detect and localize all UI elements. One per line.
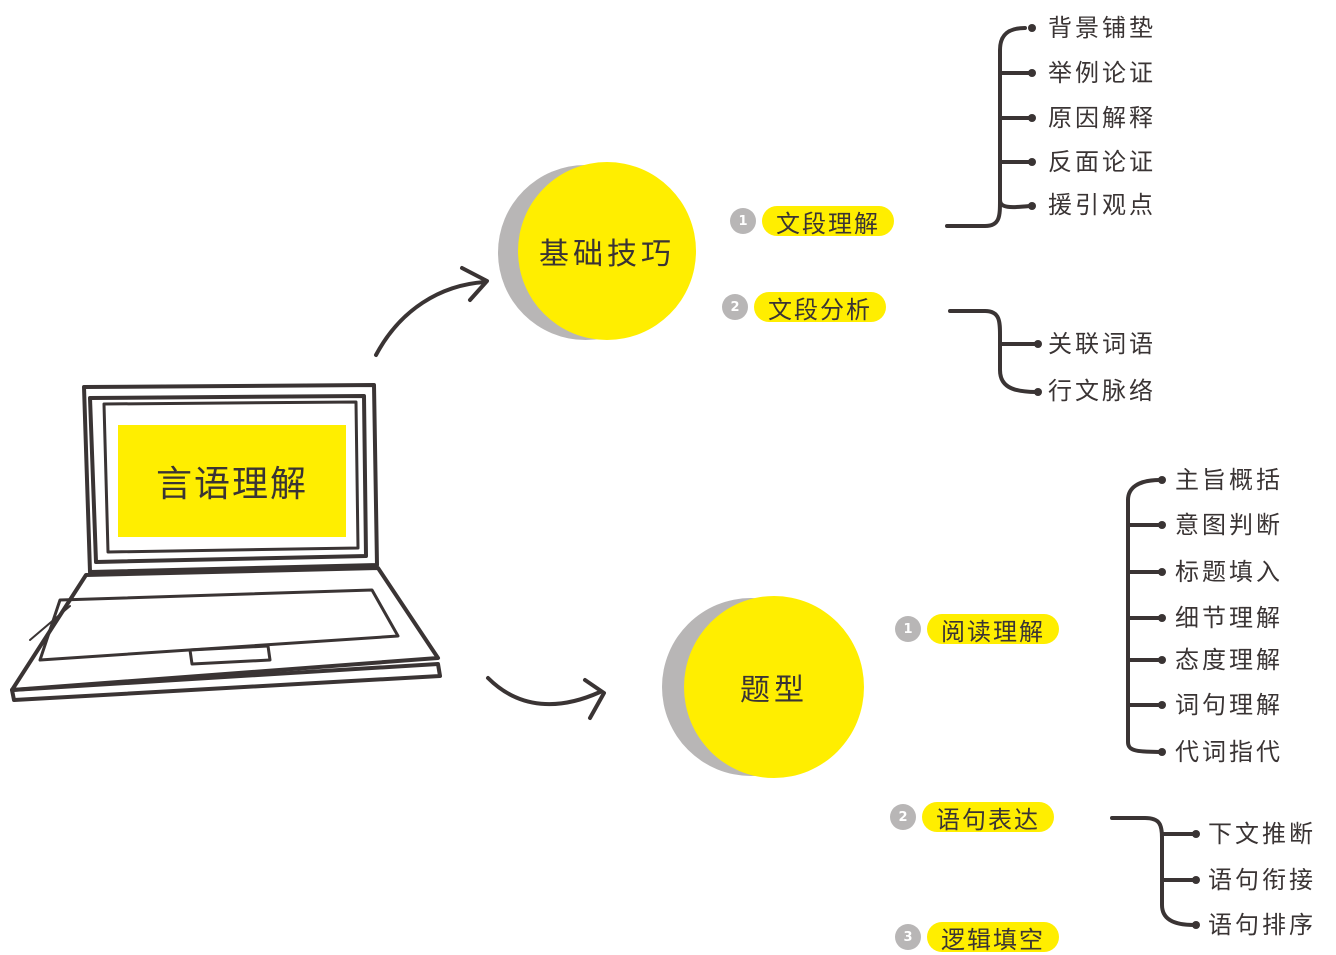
- leaf-item: 词句理解: [1175, 691, 1283, 719]
- leaf-item: 语句排序: [1208, 911, 1316, 939]
- subtopic-label: 阅读理解: [927, 614, 1059, 646]
- leaf-item: 主旨概括: [1175, 466, 1283, 494]
- leaf-item: 反面论证: [1048, 148, 1156, 176]
- center-topic: 言语理解: [118, 425, 346, 537]
- number-badge: 2: [890, 804, 916, 830]
- leaf-item: 行文脉络: [1048, 377, 1156, 405]
- leaf-item: 态度理解: [1175, 646, 1283, 674]
- leaf-item: 代词指代: [1175, 738, 1283, 766]
- subtopic-passage-understanding: 1 文段理解: [730, 206, 894, 238]
- number-badge: 1: [730, 208, 756, 234]
- number-badge: 1: [895, 616, 921, 642]
- branch-label: 基础技巧: [518, 162, 696, 340]
- subtopic-reading-comprehension: 1 阅读理解: [895, 614, 1059, 646]
- subtopic-label: 文段理解: [762, 206, 894, 238]
- laptop-icon: [10, 383, 442, 702]
- subtopic-label: 逻辑填空: [927, 922, 1059, 954]
- leaf-item: 细节理解: [1175, 604, 1283, 632]
- leaf-item: 语句衔接: [1208, 866, 1316, 894]
- subtopic-label: 文段分析: [754, 292, 886, 324]
- leaf-item: 下文推断: [1208, 820, 1316, 848]
- subtopic-sentence-expression: 2 语句表达: [890, 802, 1054, 834]
- number-badge: 3: [895, 924, 921, 950]
- leaf-item: 援引观点: [1048, 191, 1156, 219]
- number-badge: 2: [722, 294, 748, 320]
- leaf-item: 标题填入: [1175, 558, 1283, 586]
- leaf-item: 原因解释: [1048, 104, 1156, 132]
- leaf-item: 意图判断: [1175, 511, 1283, 539]
- leaf-item: 举例论证: [1048, 59, 1156, 87]
- subtopic-logical-fill: 3 逻辑填空: [895, 922, 1059, 954]
- subtopic-passage-analysis: 2 文段分析: [722, 292, 886, 324]
- leaf-item: 背景铺垫: [1048, 14, 1156, 42]
- leaf-item: 关联词语: [1048, 330, 1156, 358]
- subtopic-label: 语句表达: [922, 802, 1054, 834]
- branch-label: 题型: [684, 596, 864, 778]
